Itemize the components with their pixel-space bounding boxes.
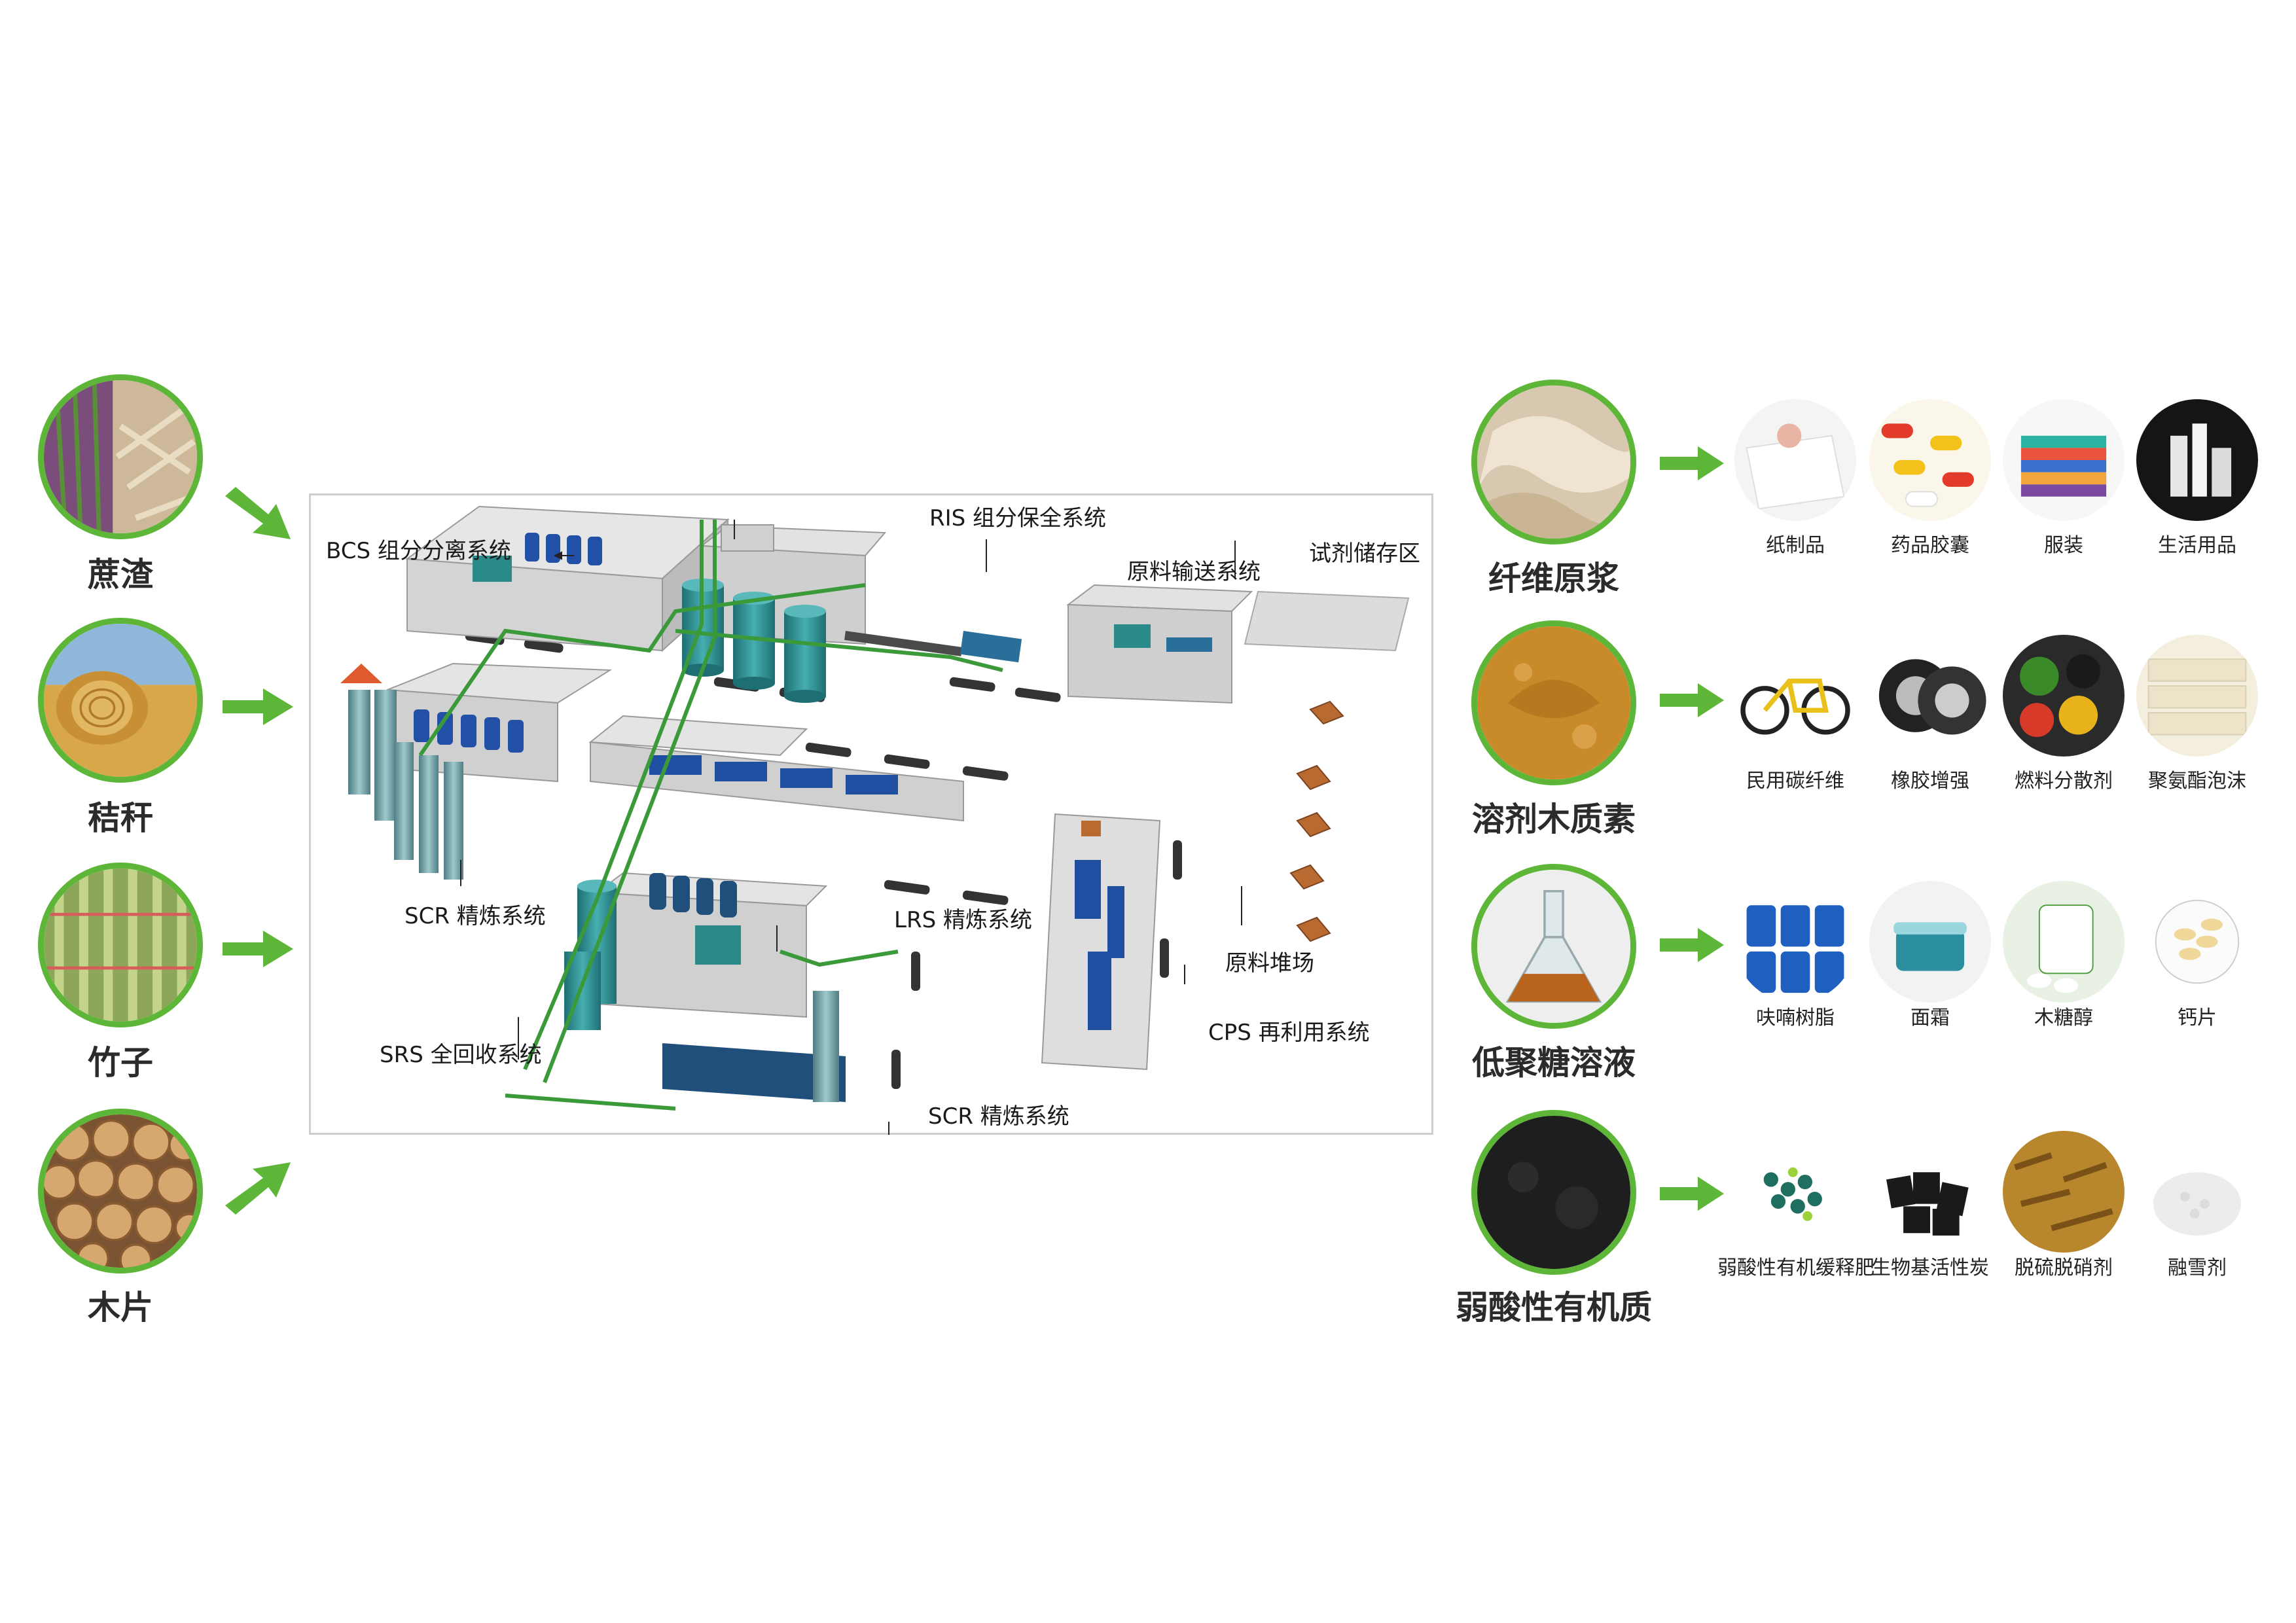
weak-acid-organic-matter-image (1471, 1110, 1636, 1275)
bcs-system-label: BCS 组分分离系统 (326, 538, 511, 564)
ris-system-label: RIS 组分保全系统 (929, 505, 1107, 531)
intermediate-label: 纤维原浆 (1488, 560, 1619, 597)
right-arrow-icon (223, 687, 295, 726)
diagonal-up-arrow-icon (223, 1158, 295, 1217)
product-label: 橡胶增强 (1891, 770, 1969, 793)
product-tire-image (1869, 635, 1991, 757)
right-arrow-icon (1660, 927, 1725, 963)
product-paper-image (1734, 399, 1856, 521)
product-polyurethane-foam-image (2136, 635, 2258, 757)
raw-material-straw-image (38, 618, 203, 783)
scr-bottom-label: SCR 精炼系统 (928, 1103, 1069, 1130)
right-arrow-icon (1660, 1175, 1725, 1212)
product-label: 面霜 (1910, 1007, 1950, 1029)
product-label: 呋喃树脂 (1756, 1007, 1835, 1029)
feed-system-label: 原料输送系统 (1127, 559, 1261, 585)
right-arrow-icon (1660, 682, 1725, 719)
product-activated-carbon-image (1869, 1131, 1991, 1253)
product-snow-melting-agent-image (2136, 1131, 2258, 1253)
product-label: 生活用品 (2158, 534, 2236, 557)
product-carbon-fiber-bike-image (1734, 635, 1856, 757)
raw-material-yard-label: 原料堆场 (1225, 950, 1314, 976)
intermediate-label: 低聚糖溶液 (1472, 1044, 1636, 1082)
product-label: 钙片 (2178, 1007, 2217, 1029)
product-label: 木糖醇 (2034, 1007, 2093, 1029)
product-capsule-image (1869, 399, 1991, 521)
product-label: 服装 (2044, 534, 2083, 557)
product-desulfurization-agent-image (2003, 1131, 2125, 1253)
raw-material-bagasse-image (38, 374, 203, 539)
fiber-pulp-image (1471, 380, 1636, 544)
right-arrow-icon (223, 929, 295, 969)
plant-layout-illustration (340, 505, 1410, 1135)
raw-material-woodchips-image (38, 1109, 203, 1274)
reagent-storage-label: 试剂储存区 (1309, 541, 1420, 567)
product-xylitol-image (2003, 881, 2125, 1003)
product-label: 燃料分散剂 (2015, 770, 2113, 793)
product-label: 弱酸性有机缓释肥 (1717, 1257, 1874, 1279)
srs-system-label: SRS 全回收系统 (380, 1042, 542, 1068)
product-calcium-tablet-image (2136, 881, 2258, 1003)
lrs-system-label: LRS 精炼系统 (894, 907, 1032, 933)
oligosaccharide-solution-image (1471, 864, 1636, 1029)
product-face-cream-image (1869, 881, 1991, 1003)
intermediate-label: 溶剂木质素 (1472, 800, 1636, 838)
cps-system-label: CPS 再利用系统 (1208, 1020, 1370, 1046)
raw-material-label: 木片 (88, 1289, 153, 1327)
product-label: 药品胶囊 (1891, 534, 1969, 557)
product-slow-release-fertilizer-image (1734, 1131, 1856, 1253)
product-label: 生物基活性炭 (1871, 1257, 1989, 1279)
product-label: 民用碳纤维 (1746, 770, 1844, 793)
right-arrow-icon (1660, 445, 1725, 482)
product-label: 聚氨酯泡沫 (2148, 770, 2246, 793)
product-clothing-image (2003, 399, 2125, 521)
product-label: 脱硫脱硝剂 (2015, 1257, 2113, 1279)
raw-material-label: 竹子 (88, 1044, 153, 1082)
solvent-lignin-image (1471, 620, 1636, 785)
intermediate-label: 弱酸性有机质 (1456, 1289, 1652, 1327)
raw-material-label: 蔗渣 (88, 556, 153, 594)
product-label: 融雪剂 (2168, 1257, 2227, 1279)
product-label: 纸制品 (1766, 534, 1825, 557)
raw-material-label: 秸秆 (88, 799, 153, 837)
raw-material-bamboo-image (38, 863, 203, 1027)
diagonal-down-arrow-icon (223, 484, 295, 543)
product-dye-dispersant-image (2003, 635, 2125, 757)
product-daily-goods-image (2136, 399, 2258, 521)
product-furan-resin-image (1734, 881, 1856, 1003)
scr-left-label: SCR 精炼系统 (404, 903, 546, 929)
